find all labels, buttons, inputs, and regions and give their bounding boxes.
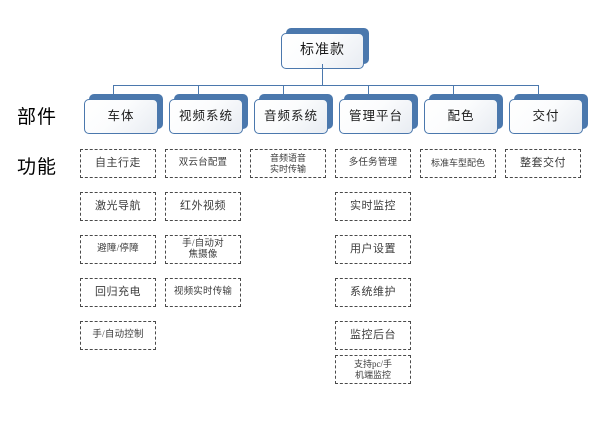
node-part-2[interactable]: 视频系统	[169, 94, 248, 134]
leaf-label: 用户设置	[350, 243, 396, 256]
leaf-c1-r3[interactable]: 避障/停障	[80, 235, 156, 264]
leaf-label: 支持pc/手 机端监控	[354, 359, 392, 380]
node-root-standard-model[interactable]: 标准款	[281, 28, 369, 69]
leaf-label: 激光导航	[95, 200, 141, 213]
node-part-4[interactable]: 管理平台	[339, 94, 418, 134]
leaf-c4-r5[interactable]: 监控后台	[335, 321, 411, 350]
node-part-label: 交付	[532, 108, 560, 123]
node-part-label: 视频系统	[178, 108, 233, 123]
node-face: 视频系统	[169, 99, 243, 134]
leaf-c1-r2[interactable]: 激光导航	[80, 192, 156, 221]
leaf-c4-r6[interactable]: 支持pc/手 机端监控	[335, 355, 411, 384]
leaf-label: 双云台配置	[178, 158, 228, 169]
leaf-label: 红外视频	[180, 200, 226, 213]
leaf-c2-r4[interactable]: 视频实时传输	[165, 278, 241, 307]
node-part-label: 管理平台	[348, 108, 403, 123]
connector-drop-5	[453, 85, 455, 94]
connector-drop-1	[113, 85, 115, 94]
node-face: 管理平台	[339, 99, 413, 134]
leaf-c4-r4[interactable]: 系统维护	[335, 278, 411, 307]
leaf-label: 手/自动对 焦摄像	[182, 238, 224, 260]
connector-root-stem	[322, 64, 324, 86]
leaf-c2-r3[interactable]: 手/自动对 焦摄像	[165, 235, 241, 264]
node-part-6[interactable]: 交付	[509, 94, 588, 134]
node-face: 车体	[84, 99, 158, 134]
leaf-c4-r2[interactable]: 实时监控	[335, 192, 411, 221]
connector-drop-2	[198, 85, 200, 94]
row-label-parts: 部件	[17, 107, 58, 128]
leaf-c4-r3[interactable]: 用户设置	[335, 235, 411, 264]
leaf-label: 标准车型配色	[430, 158, 485, 169]
leaf-label: 系统维护	[350, 286, 396, 299]
connector-drop-3	[283, 85, 285, 94]
leaf-label: 监控后台	[350, 329, 396, 342]
leaf-label: 避障/停障	[97, 244, 139, 255]
leaf-c2-r1[interactable]: 双云台配置	[165, 149, 241, 178]
leaf-c5-r1[interactable]: 标准车型配色	[420, 149, 496, 178]
node-face: 音频系统	[254, 99, 328, 134]
leaf-label: 整套交付	[520, 157, 566, 170]
row-label-functions: 功能	[17, 157, 58, 178]
leaf-label: 手/自动控制	[92, 330, 144, 341]
leaf-c1-r4[interactable]: 回归充电	[80, 278, 156, 307]
node-part-label: 音频系统	[263, 108, 318, 123]
leaf-label: 多任务管理	[348, 158, 398, 169]
leaf-label: 实时监控	[350, 200, 396, 213]
connector-drop-6	[538, 85, 540, 94]
leaf-c6-r1[interactable]: 整套交付	[505, 149, 581, 178]
node-part-label: 车体	[107, 108, 135, 123]
node-part-5[interactable]: 配色	[424, 94, 503, 134]
leaf-c3-r1[interactable]: 音频语音 实时传输	[250, 149, 326, 178]
node-part-3[interactable]: 音频系统	[254, 94, 333, 134]
leaf-c1-r5[interactable]: 手/自动控制	[80, 321, 156, 350]
leaf-c4-r1[interactable]: 多任务管理	[335, 149, 411, 178]
leaf-c1-r1[interactable]: 自主行走	[80, 149, 156, 178]
node-face: 配色	[424, 99, 498, 134]
leaf-label: 音频语音 实时传输	[269, 153, 306, 174]
leaf-label: 回归充电	[95, 286, 141, 299]
leaf-label: 视频实时传输	[173, 287, 233, 298]
leaf-label: 自主行走	[95, 157, 141, 170]
node-face: 标准款	[281, 33, 364, 69]
connector-horizontal-bus	[113, 85, 538, 87]
node-part-1[interactable]: 车体	[84, 94, 163, 134]
node-part-label: 配色	[447, 108, 475, 123]
node-face: 交付	[509, 99, 583, 134]
connector-drop-4	[368, 85, 370, 94]
leaf-c2-r2[interactable]: 红外视频	[165, 192, 241, 221]
node-root-label: 标准款	[300, 43, 345, 59]
